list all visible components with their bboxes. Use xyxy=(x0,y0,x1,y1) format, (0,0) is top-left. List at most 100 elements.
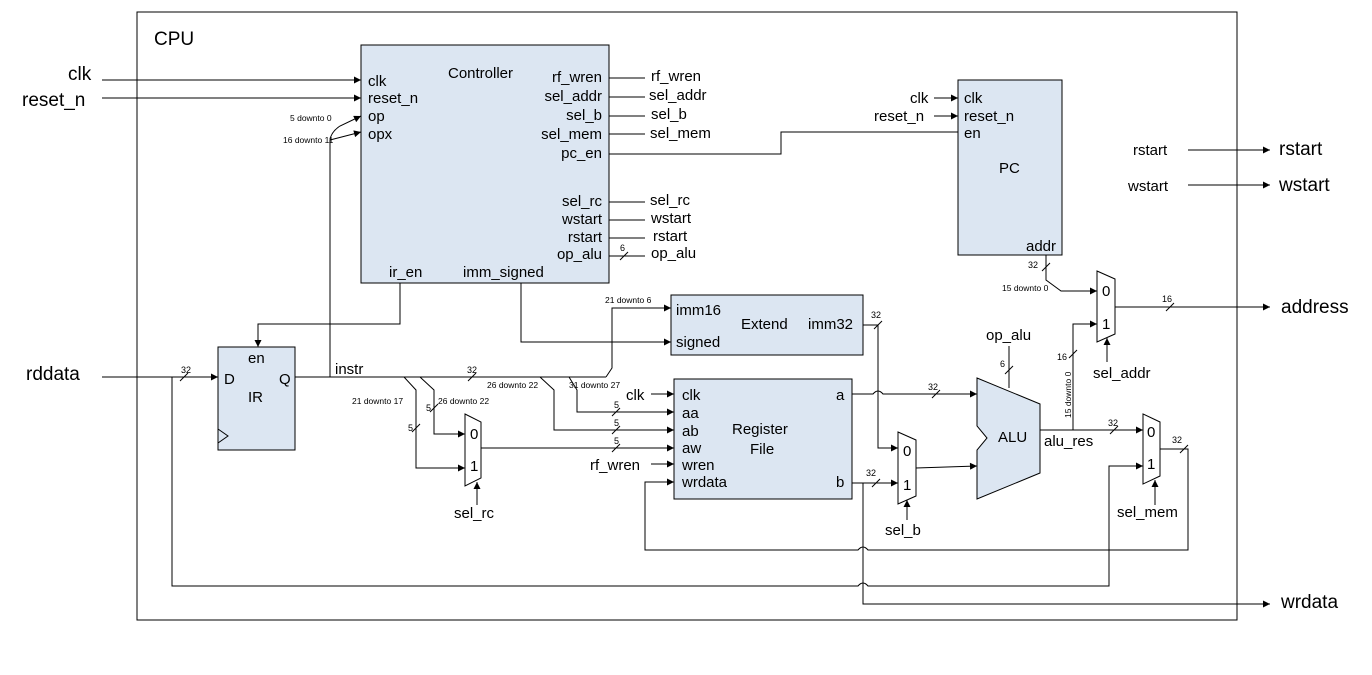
pc-in-reset: reset_n xyxy=(964,108,1014,125)
mux-in1-width: 5 xyxy=(408,423,413,433)
ext-wstart-label: wstart xyxy=(1278,175,1330,196)
ctrl-out-sel-addr: sel_addr xyxy=(544,88,602,105)
ext-rddata-label: rddata xyxy=(26,364,80,385)
mux-mem-1: 1 xyxy=(1147,456,1155,473)
ir-block xyxy=(217,346,296,451)
rf-in-ab: ab xyxy=(682,423,699,440)
ab-width: 5 xyxy=(614,418,619,428)
ctrl-out-rf-wren: rf_wren xyxy=(552,69,602,86)
pc-ext-clk: clk xyxy=(910,90,929,107)
sig-sel-rc: sel_rc xyxy=(650,192,691,209)
cpu-boundary xyxy=(136,11,1238,621)
mux-addr-1: 1 xyxy=(1102,316,1110,333)
aa-width: 5 xyxy=(614,400,619,410)
mux-rc-sel: sel_rc xyxy=(454,505,495,522)
ctrl-out-pc-en: pc_en xyxy=(561,145,602,162)
imm32-width: 32 xyxy=(871,310,881,320)
extend-title: Extend xyxy=(741,316,788,333)
rf-out-b: b xyxy=(836,474,844,491)
ctrl-out-rstart: rstart xyxy=(568,229,603,246)
rf-in-wren: wren xyxy=(681,457,715,474)
extend-imm32: imm32 xyxy=(808,316,853,333)
mux-sel-b xyxy=(897,431,917,505)
mux-b-1: 1 xyxy=(903,477,911,494)
mux-b-0: 0 xyxy=(903,443,911,460)
ctrl-ir-en: ir_en xyxy=(389,264,422,281)
mux-addr-0: 0 xyxy=(1102,283,1110,300)
pc-ext-reset: reset_n xyxy=(874,108,924,125)
pc-in-en: en xyxy=(964,125,981,142)
rf-in-wrdata: wrdata xyxy=(681,474,728,491)
rf-in-clk: clk xyxy=(682,387,701,404)
ir-title: IR xyxy=(248,389,263,406)
rf-out-a: a xyxy=(836,387,845,404)
ctrl-in-op: op xyxy=(368,108,385,125)
range-26-22: 26 downto 22 xyxy=(487,380,538,390)
pc-title: PC xyxy=(999,160,1020,177)
ctrl-out-sel-mem: sel_mem xyxy=(541,126,602,143)
rf-ext-wren: rf_wren xyxy=(590,457,640,474)
ctrl-in-reset: reset_n xyxy=(368,90,418,107)
mux-rc-1: 1 xyxy=(470,458,478,475)
ir-clock-triangle xyxy=(217,428,229,444)
mux-sel-rc xyxy=(464,413,482,487)
instr-label: instr xyxy=(335,361,363,378)
sig-op-alu: op_alu xyxy=(651,245,696,262)
ext-reset-label: reset_n xyxy=(22,90,85,111)
extend-block xyxy=(670,294,864,356)
mux-sel-addr xyxy=(1096,270,1116,343)
sig-sel-mem: sel_mem xyxy=(650,125,711,142)
mux-addr-sel: sel_addr xyxy=(1093,365,1151,382)
alu-addr-width: 16 xyxy=(1057,352,1067,362)
extend-imm16: imm16 xyxy=(676,302,721,319)
ctrl-imm-signed: imm_signed xyxy=(463,264,544,281)
range-31-27: 31 downto 27 xyxy=(569,380,620,390)
rf-in-aa: aa xyxy=(682,405,699,422)
ctrl-out-sel-b: sel_b xyxy=(566,107,602,124)
alu-res-label: alu_res xyxy=(1044,433,1093,450)
mux-mem-0: 0 xyxy=(1147,424,1155,441)
mux-in0-width: 5 xyxy=(426,403,431,413)
address-width: 16 xyxy=(1162,294,1172,304)
mux-rc-0: 0 xyxy=(470,426,478,443)
ir-d: D xyxy=(224,371,235,388)
range-21-17: 21 downto 17 xyxy=(352,396,403,406)
rf-title2: File xyxy=(750,441,774,458)
controller-block xyxy=(360,44,610,284)
alu-title: ALU xyxy=(998,429,1027,446)
op-alu-width: 6 xyxy=(620,243,625,253)
wires xyxy=(102,76,1270,608)
addr-width: 32 xyxy=(1028,260,1038,270)
ctrl-in-clk: clk xyxy=(368,73,387,90)
mem-out-width: 32 xyxy=(1172,435,1182,445)
pc-in-clk: clk xyxy=(964,90,983,107)
regfile-block xyxy=(673,378,853,500)
range-26-22b: 26 downto 22 xyxy=(438,396,489,406)
ctrl-out-op-alu: op_alu xyxy=(557,246,602,263)
ctrl-in-opx: opx xyxy=(368,126,393,143)
opx-range: 16 downto 11 xyxy=(283,135,334,145)
mux-mem-sel: sel_mem xyxy=(1117,504,1178,521)
rddata-width: 32 xyxy=(181,365,191,375)
ext-address-label: address xyxy=(1281,297,1349,318)
extend-range: 21 downto 6 xyxy=(605,295,652,305)
int-rstart: rstart xyxy=(1133,142,1168,159)
cpu-label: CPU xyxy=(154,29,194,50)
instr-width: 32 xyxy=(467,365,477,375)
rf-a-width: 32 xyxy=(928,382,938,392)
ext-clk-label: clk xyxy=(68,64,92,85)
ctrl-out-sel-rc: sel_rc xyxy=(562,193,603,210)
rf-b-width: 32 xyxy=(866,468,876,478)
alu-op-label: op_alu xyxy=(986,327,1031,344)
alu-op-width: 6 xyxy=(1000,359,1005,369)
sig-sel-b: sel_b xyxy=(651,106,687,123)
alu-res-width: 32 xyxy=(1108,418,1118,428)
ext-wrdata-label: wrdata xyxy=(1280,592,1338,613)
aw-width: 5 xyxy=(614,436,619,446)
rf-in-aw: aw xyxy=(682,440,701,457)
controller-title: Controller xyxy=(448,65,513,82)
alu-block xyxy=(976,377,1041,500)
rf-ext-clk: clk xyxy=(626,387,645,404)
ir-q: Q xyxy=(279,371,291,388)
